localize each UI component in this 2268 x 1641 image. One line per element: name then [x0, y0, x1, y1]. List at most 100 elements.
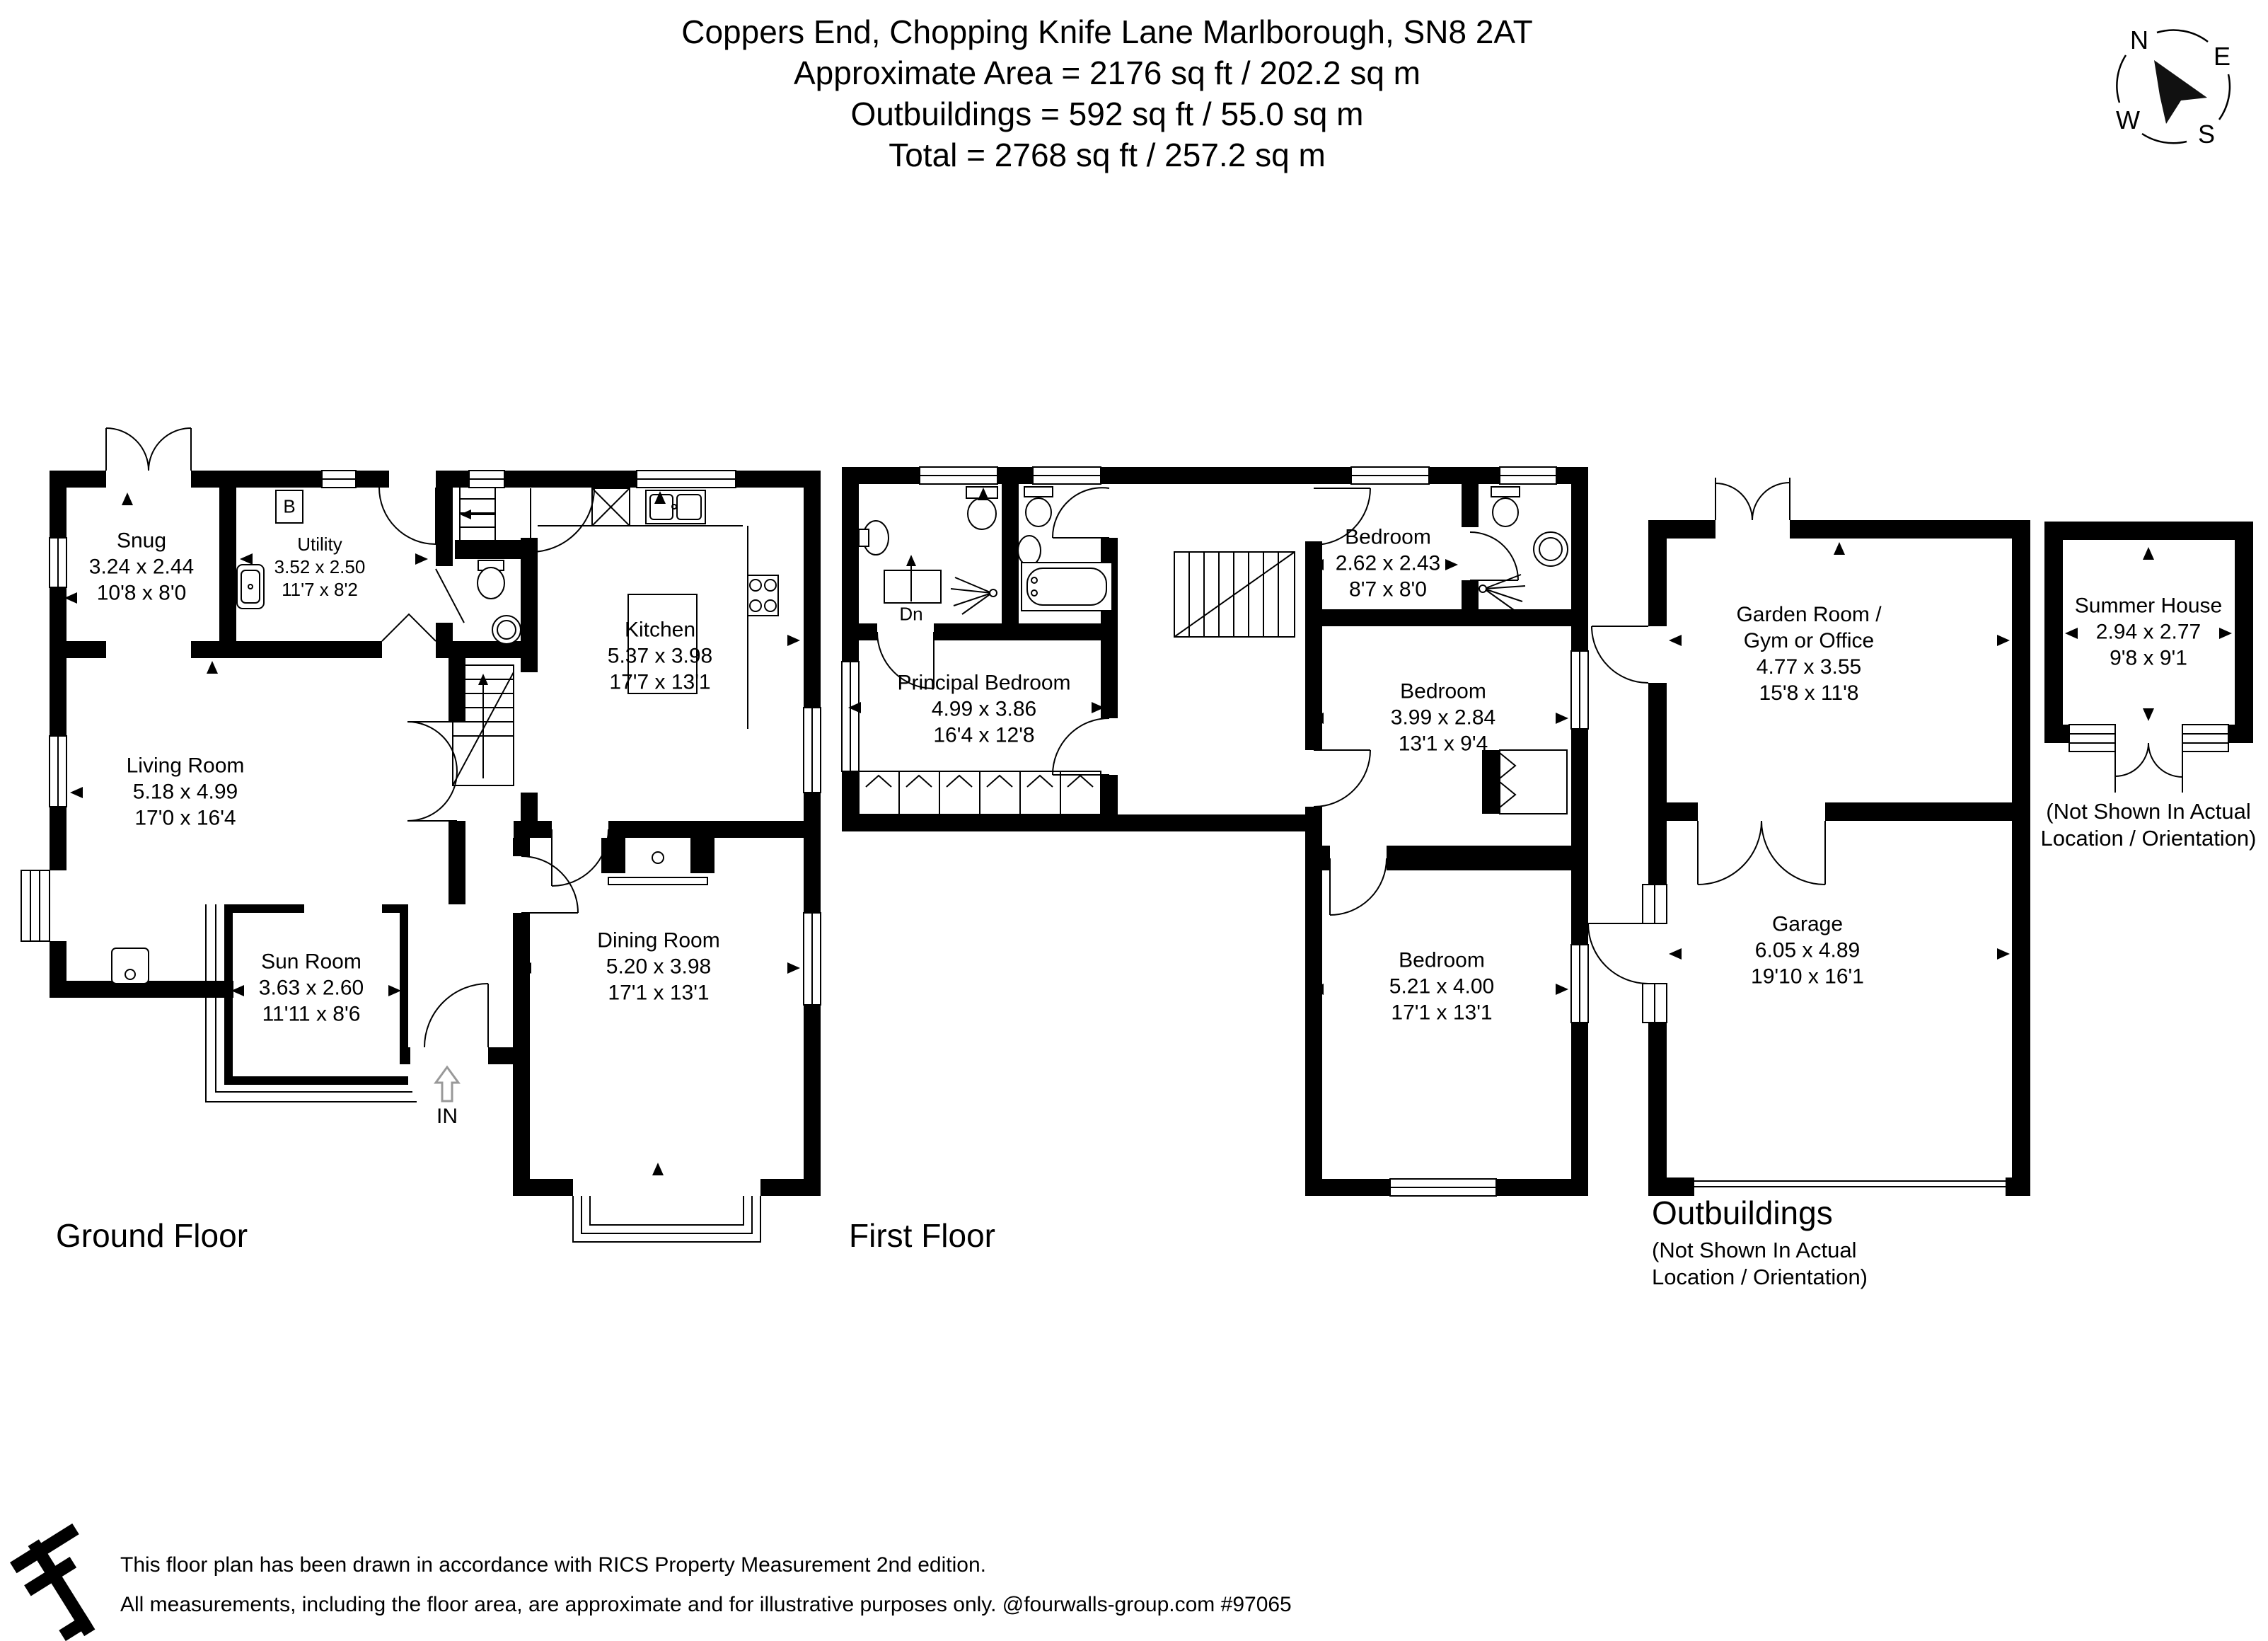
room-label-bedroom-small: Bedroom 2.62 x 2.43 8'7 x 8'0 [1336, 524, 1440, 603]
room-label-living-room: Living Room 5.18 x 4.99 17'0 x 16'4 [127, 753, 245, 831]
first-walls [842, 467, 1588, 1196]
room-dim-metric: 2.94 x 2.77 [2095, 620, 2202, 644]
room-dim-imperial: 13'1 x 9'4 [1398, 732, 1488, 756]
boiler-box [275, 490, 303, 524]
first-stairwell [1174, 551, 1295, 638]
outbuildings-title: Outbuildings [1652, 1194, 1833, 1231]
note-line: Location / Orientation) [2040, 826, 2257, 851]
note-line: (Not Shown In Actual [2046, 799, 2251, 824]
principal-wardrobes [858, 771, 1101, 815]
room-dim-imperial: 9'8 x 9'1 [2110, 646, 2187, 670]
room-name: Dining Room [597, 928, 720, 952]
room-label-bedroom-large: Bedroom 5.21 x 4.00 17'1 x 13'1 [1389, 948, 1494, 1026]
footer-rics-statement: This floor plan has been drawn in accord… [120, 1553, 986, 1577]
footer-measurements-statement: All measurements, including the floor ar… [120, 1593, 1292, 1616]
room-dim-imperial: 17'1 x 13'1 [1391, 1001, 1493, 1025]
room-dim-imperial: 10'8 x 8'0 [96, 581, 187, 605]
room-dim-metric: 5.18 x 4.99 [132, 780, 238, 804]
room-dim-metric: 6.05 x 4.89 [1754, 938, 1861, 962]
room-name: Utility [297, 534, 342, 555]
room-dim-metric: 2.62 x 2.43 [1335, 551, 1441, 575]
summer-walls [2044, 522, 2253, 743]
room-name: Sun Room [261, 950, 361, 974]
room-dim-imperial: 15'8 x 11'8 [1759, 681, 1859, 705]
entrance-label: IN [436, 1105, 458, 1128]
room-dim-metric: 3.63 x 2.60 [258, 976, 364, 1000]
room-name: Snug [116, 529, 167, 553]
living-stove [111, 948, 149, 984]
room-name: Bedroom [1345, 525, 1431, 549]
summer-windows [2069, 724, 2229, 752]
room-dim-imperial: 17'1 x 13'1 [608, 981, 710, 1005]
room-dim-metric: 5.20 x 3.98 [606, 955, 712, 979]
outbuilding-windows [1642, 884, 1667, 1023]
room-dim-imperial: 17'7 x 13'1 [609, 670, 711, 694]
total-area: Total = 2768 sq ft / 257.2 sq m [889, 137, 1326, 173]
room-label-utility: Utility 3.52 x 2.50 11'7 x 8'2 [274, 533, 366, 601]
note-line: (Not Shown In Actual [1652, 1238, 1857, 1262]
room-dim-imperial: 11'11 x 8'6 [262, 1002, 361, 1026]
room-dim-metric: 3.24 x 2.44 [88, 555, 195, 579]
ground-windows [21, 470, 821, 1006]
room-dim-imperial: 8'7 x 8'0 [1349, 577, 1427, 601]
room-label-garage: Garage 6.05 x 4.89 19'10 x 16'1 [1751, 911, 1864, 990]
compass-west-label: W [2116, 105, 2140, 134]
outbuildings-note: (Not Shown In Actual Location / Orientat… [1652, 1237, 1868, 1291]
property-address: Coppers End, Chopping Knife Lane Marlbor… [681, 13, 1533, 50]
compass-east-label: E [2213, 42, 2231, 71]
summer-house-note: (Not Shown In Actual Location / Orientat… [2040, 798, 2256, 852]
room-dim-imperial: 11'7 x 8'2 [282, 579, 358, 600]
compass-needle [2154, 60, 2207, 124]
compass-rose [2116, 29, 2231, 144]
room-dim-metric: 4.99 x 3.86 [931, 697, 1037, 721]
ground-main-stairs [452, 664, 514, 786]
entrance-arrow-icon [434, 1065, 461, 1102]
room-dim-metric: 5.21 x 4.00 [1389, 974, 1495, 998]
ground-floor-title: Ground Floor [56, 1217, 248, 1254]
ground-doors [105, 427, 609, 1048]
summer-house-plan [2044, 522, 2253, 793]
summer-doors [2114, 742, 2183, 793]
kitchen-fittings [538, 488, 779, 729]
room-dim-metric: 3.99 x 2.84 [1390, 706, 1496, 730]
room-dim-metric: 5.37 x 3.98 [607, 644, 713, 668]
note-line: Location / Orientation) [1652, 1265, 1868, 1289]
sun-room-glazing [205, 904, 417, 1102]
room-dim-imperial: 19'10 x 16'1 [1751, 965, 1864, 989]
boiler-label: B [283, 495, 296, 517]
bedroom3-closet [1499, 749, 1568, 814]
room-dim-metric: 4.77 x 3.55 [1756, 655, 1862, 679]
room-name: Living Room [126, 754, 245, 778]
room-name: Principal Bedroom [897, 671, 1071, 695]
room-dim-imperial: 16'4 x 12'8 [933, 723, 1035, 747]
dn-stairs-box [884, 555, 942, 604]
first-windows [841, 466, 1589, 1197]
fourwalls-logo [10, 1523, 96, 1641]
dining-fireplace [608, 851, 708, 885]
wc-toilet [477, 560, 505, 599]
compass-north-label: N [2130, 25, 2148, 54]
room-name: Kitchen [624, 618, 696, 642]
shower-room-fixtures [1479, 486, 1568, 611]
outbuilding-doors [1587, 478, 2006, 1187]
first-floor-plan [841, 466, 1589, 1197]
room-label-principal-bedroom: Principal Bedroom 4.99 x 3.86 16'4 x 12'… [897, 670, 1070, 749]
room-label-kitchen: Kitchen 5.37 x 3.98 17'7 x 13'1 [608, 617, 712, 696]
room-dim-imperial: 17'0 x 16'4 [134, 806, 236, 830]
first-floor-title: First Floor [849, 1217, 995, 1254]
compass-south-label: S [2197, 120, 2216, 149]
outbuildings-area: Outbuildings = 592 sq ft / 55.0 sq m [850, 96, 1364, 132]
dining-bay-window [572, 1196, 761, 1243]
room-label-bedroom-middle: Bedroom 3.99 x 2.84 13'1 x 9'4 [1391, 679, 1495, 757]
bathroom2-fixtures [1017, 486, 1113, 611]
room-name: Bedroom [1399, 948, 1485, 972]
header-block: Coppers End, Chopping Knife Lane Marlbor… [552, 11, 1662, 175]
room-label-snug: Snug 3.24 x 2.44 10'8 x 8'0 [89, 528, 194, 606]
room-name: Garage [1771, 912, 1844, 936]
room-name-line2: Gym or Office [1743, 629, 1875, 652]
room-name: Summer House [2074, 594, 2223, 618]
outbuilding-walls [1648, 520, 2030, 1196]
utility-sink [236, 564, 265, 609]
bathroom1-fixtures [858, 486, 998, 615]
